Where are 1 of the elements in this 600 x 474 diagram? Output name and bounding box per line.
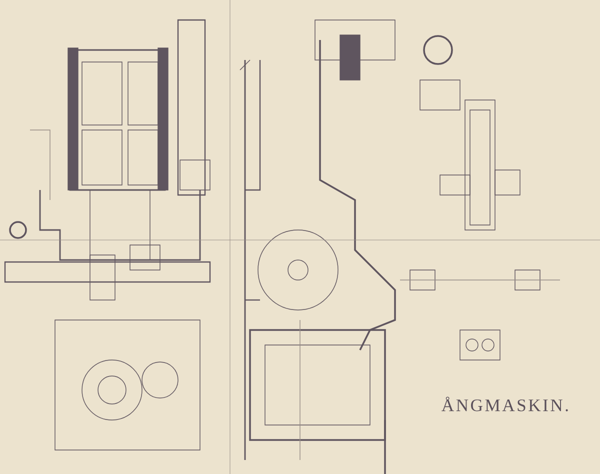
drawing-title: ÅNGMASKIN. bbox=[442, 396, 568, 412]
